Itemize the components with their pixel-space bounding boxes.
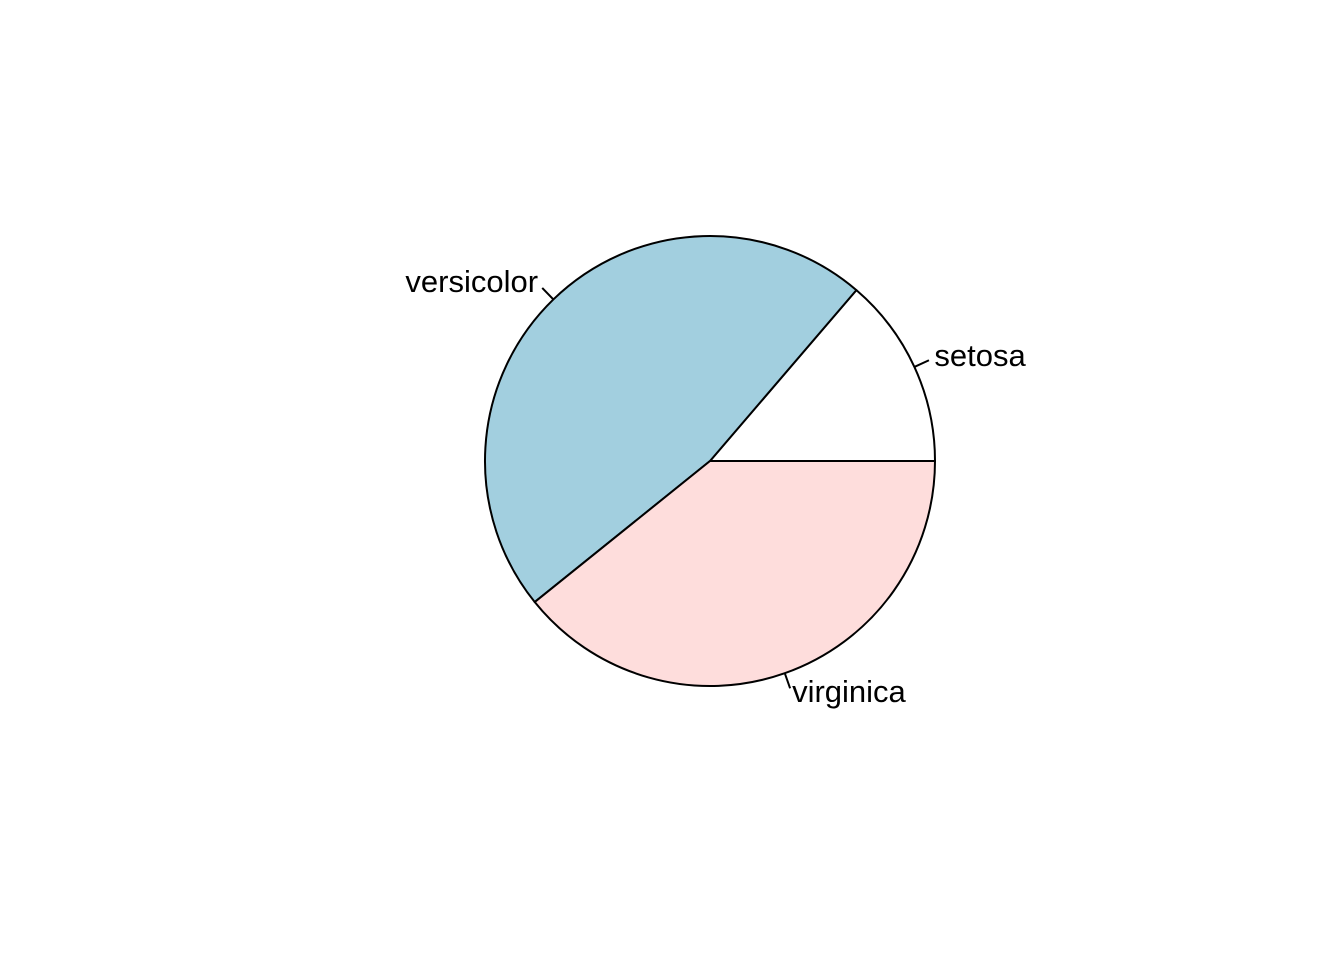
label-tick-setosa — [913, 359, 930, 368]
label-tick-virginica — [783, 672, 792, 689]
pie-slice-virginica — [533, 460, 936, 687]
slice-label-setosa: setosa — [934, 338, 1026, 373]
slice-labels: setosa versicolor virginica — [405, 264, 1026, 709]
label-tick-versicolor — [541, 287, 555, 301]
slice-label-virginica: virginica — [792, 674, 906, 709]
label-ticks — [541, 287, 930, 689]
slice-label-versicolor: versicolor — [405, 264, 538, 299]
pie-slices — [484, 234, 936, 687]
